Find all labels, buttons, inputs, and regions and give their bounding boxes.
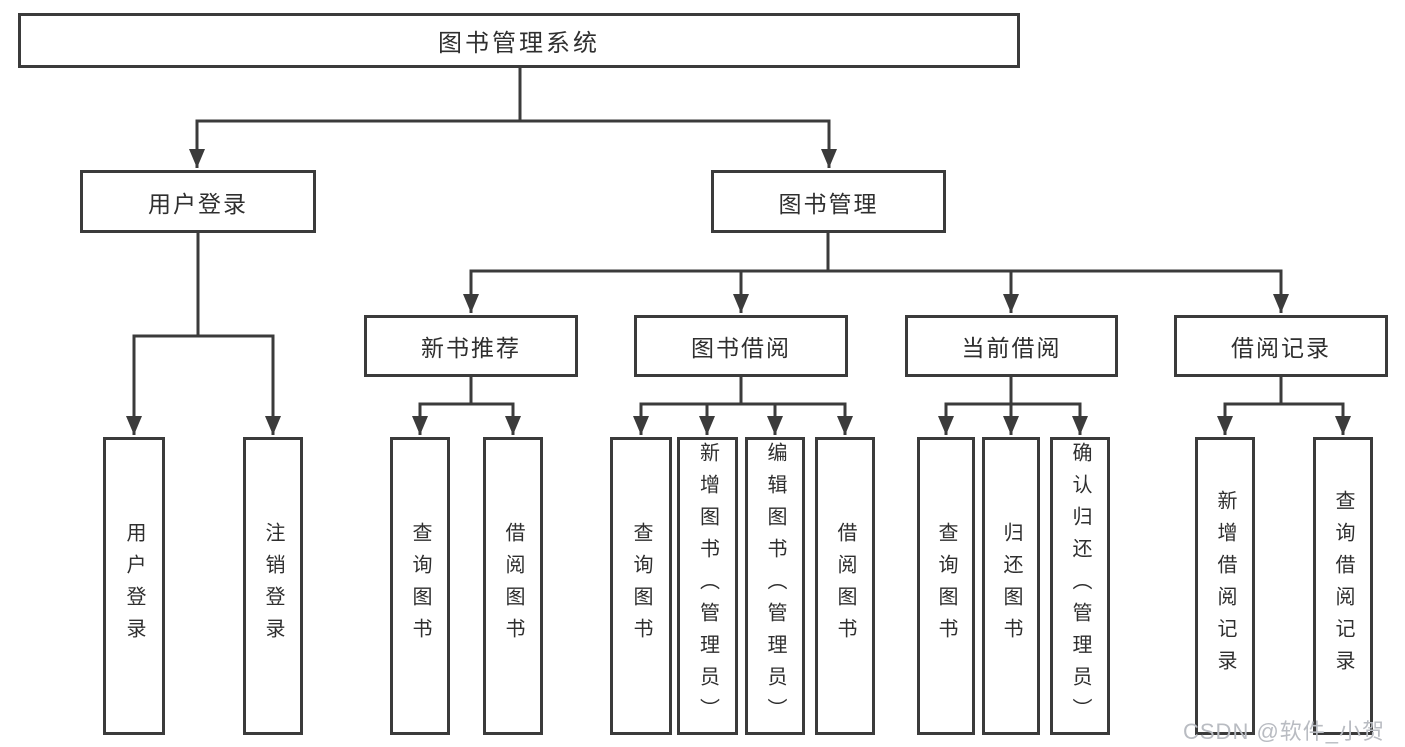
leaf-label: 查询图书 (630, 522, 652, 650)
node-root: 图书管理系统 (18, 13, 1020, 68)
leaf-label: 新增借阅记录 (1214, 490, 1236, 682)
csdn-watermark: CSDN @软件_小贺同学 (1183, 719, 1386, 744)
leaf-label: 用户登录 (123, 522, 145, 650)
leaf-label: 编辑图书（管理员） (764, 442, 786, 730)
leaf-recommend-borrow-books: 借阅图书 (483, 437, 543, 735)
leaf-label: 归还图书 (1000, 522, 1022, 650)
leaf-logout: 注销登录 (243, 437, 303, 735)
leaf-user-login: 用户登录 (103, 437, 165, 735)
node-label: 新书推荐 (421, 335, 521, 361)
node-current-borrow: 当前借阅 (905, 315, 1118, 377)
leaf-current-return-books: 归还图书 (982, 437, 1040, 735)
leaf-records-add-record: 新增借阅记录 (1195, 437, 1255, 735)
leaf-records-query-record: 查询借阅记录 (1313, 437, 1373, 735)
leaf-label: 借阅图书 (834, 522, 856, 650)
leaf-label: 查询图书 (935, 522, 957, 650)
node-root-label: 图书管理系统 (438, 30, 600, 57)
node-label: 用户登录 (148, 190, 248, 217)
node-book-management: 图书管理 (711, 170, 946, 233)
leaf-label: 新增图书（管理员） (696, 442, 719, 730)
node-new-book-recommend: 新书推荐 (364, 315, 578, 377)
leaf-current-confirm-return-admin: 确认归还（管理员） (1050, 437, 1110, 735)
node-borrow-records: 借阅记录 (1174, 315, 1388, 377)
leaf-borrow-borrow-books: 借阅图书 (815, 437, 875, 735)
node-label: 图书借阅 (691, 335, 791, 361)
leaf-borrow-add-books-admin: 新增图书（管理员） (677, 437, 738, 735)
leaf-label: 查询借阅记录 (1332, 490, 1354, 682)
leaf-borrow-edit-books-admin: 编辑图书（管理员） (745, 437, 805, 735)
node-label: 图书管理 (778, 190, 879, 217)
node-book-borrow: 图书借阅 (634, 315, 848, 377)
node-user-login: 用户登录 (80, 170, 316, 233)
leaf-label: 借阅图书 (502, 522, 524, 650)
leaf-recommend-query-books: 查询图书 (390, 437, 450, 735)
leaf-current-query-books: 查询图书 (917, 437, 975, 735)
leaf-label: 注销登录 (262, 522, 284, 650)
leaf-label: 查询图书 (409, 522, 431, 650)
node-label: 借阅记录 (1231, 335, 1331, 361)
leaf-label: 确认归还（管理员） (1069, 442, 1091, 730)
leaf-borrow-query-books: 查询图书 (610, 437, 672, 735)
node-label: 当前借阅 (961, 335, 1062, 361)
